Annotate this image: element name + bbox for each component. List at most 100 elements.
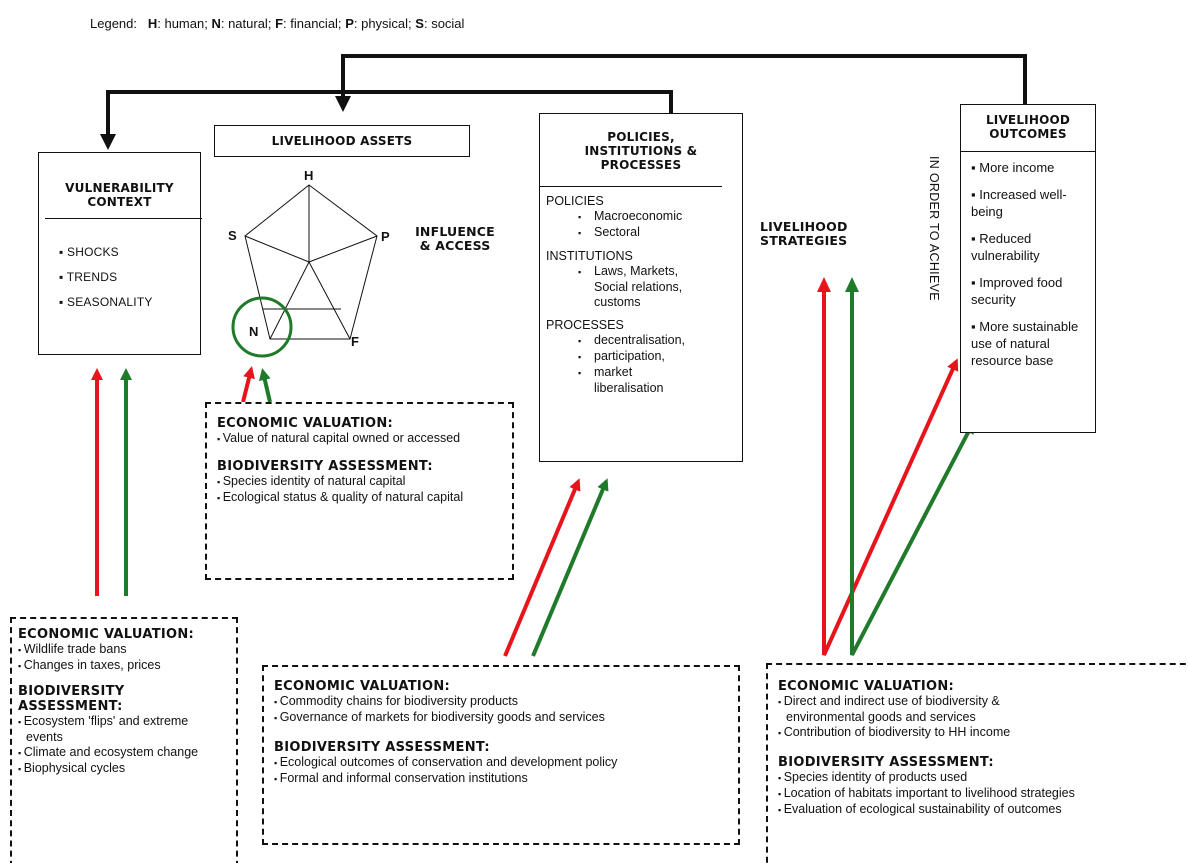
vulnerability-item: ▪ SHOCKS xyxy=(59,245,119,259)
feedback-line-policies xyxy=(106,90,673,140)
outcomes-title-line2: OUTCOMES xyxy=(989,127,1067,141)
red-arrow-policies xyxy=(503,478,581,657)
policies-title: POLICIES, INSTITUTIONS & PROCESSES xyxy=(540,130,742,172)
assets-econ-list: Value of natural capital owned or access… xyxy=(217,431,502,447)
assets-econ-heading: ECONOMIC VALUATION: xyxy=(217,416,394,431)
processes-section-heading: PROCESSES xyxy=(546,318,624,332)
assets-bio-list: Species identity of natural capital Ecol… xyxy=(217,474,502,506)
legend-label-human: : human; xyxy=(157,16,208,31)
outcomes-list: ▪ More income ▪ Increased well-being ▪ R… xyxy=(971,159,1089,369)
vulnerability-item-seasonality: SEASONALITY xyxy=(67,295,153,309)
green-arrow-strategies xyxy=(850,292,974,656)
processes-item: market liberalisation xyxy=(578,365,684,396)
legend-label-natural: : natural; xyxy=(220,16,272,31)
red-arrow-strategies xyxy=(822,292,959,656)
vulnerability-item-shocks: SHOCKS xyxy=(67,245,119,259)
strategy-bio-heading: BIODIVERSITY ASSESSMENT: xyxy=(778,755,994,770)
vulnerability-title: VULNERABILITY CONTEXT xyxy=(39,181,200,209)
red-arrow-assets xyxy=(241,366,255,403)
influence-line1: INFLUENCE xyxy=(415,224,495,239)
vuln-bio-item: Biophysical cycles xyxy=(18,761,230,777)
policy-econ-list: Commodity chains for biodiversity produc… xyxy=(274,694,728,726)
legend-key-natural: N xyxy=(211,16,221,31)
green-arrow-assets xyxy=(258,368,272,403)
institutions-list: Laws, Markets, Social relations, customs xyxy=(578,264,742,310)
policies-box: POLICIES, INSTITUTIONS & PROCESSES POLIC… xyxy=(539,113,743,462)
vulnerability-item: ▪ TRENDS xyxy=(59,270,118,284)
strategies-line2: STRATEGIES xyxy=(760,233,848,248)
outcomes-divider xyxy=(961,151,1095,152)
institutions-item: Laws, Markets, Social relations, customs xyxy=(578,264,702,310)
policy-bio-item: Ecological outcomes of conservation and … xyxy=(274,755,707,771)
legend-label-financial: : financial; xyxy=(283,16,342,31)
institutions-section-heading: INSTITUTIONS xyxy=(546,249,633,263)
vuln-bio-heading: BIODIVERSITY ASSESSMENT: xyxy=(18,684,230,714)
policies-title-line3: PROCESSES xyxy=(600,158,682,172)
vuln-econ-heading: ECONOMIC VALUATION: xyxy=(18,627,195,642)
strategy-valuation-box: ECONOMIC VALUATION: Direct and indirect … xyxy=(766,663,1188,863)
assets-valuation-box: ECONOMIC VALUATION: Value of natural cap… xyxy=(205,402,514,580)
legend-key-social: S xyxy=(415,16,424,31)
outcome-item-text: Increased well-being xyxy=(971,187,1067,219)
vulnerability-items: ▪ SHOCKS ▪ TRENDS ▪ SEASONALITY xyxy=(59,239,200,316)
outcome-item: ▪ More income xyxy=(971,160,1055,175)
outcomes-title: LIVELIHOOD OUTCOMES xyxy=(961,113,1095,141)
outcome-item-text: Improved food security xyxy=(971,275,1063,307)
strategy-econ-list: Direct and indirect use of biodiversity … xyxy=(778,694,1188,741)
vuln-econ-list: Wildlife trade bans Changes in taxes, pr… xyxy=(18,642,230,674)
policy-econ-item: Commodity chains for biodiversity produc… xyxy=(274,694,728,710)
vulnerability-item: ▪ SEASONALITY xyxy=(59,295,153,309)
assets-bio-heading: BIODIVERSITY ASSESSMENT: xyxy=(217,459,433,474)
policies-title-line1: POLICIES, xyxy=(607,130,675,144)
assets-econ-item: Value of natural capital owned or access… xyxy=(217,431,465,447)
livelihood-outcomes-box: LIVELIHOOD OUTCOMES ▪ More income ▪ Incr… xyxy=(960,104,1096,433)
legend-key-physical: P xyxy=(345,16,354,31)
strategy-econ-item: Contribution of biodiversity to HH incom… xyxy=(778,725,1188,741)
vuln-bio-heading-line2: ASSESSMENT: xyxy=(18,699,123,714)
outcome-item-text: Reduced vulnerability xyxy=(971,231,1040,263)
vulnerability-title-line2: CONTEXT xyxy=(87,195,152,209)
outcome-item: ▪ Reduced vulnerability xyxy=(971,231,1040,263)
in-order-to-achieve-label: IN ORDER TO ACHIEVE xyxy=(927,156,941,301)
feedback-arrow-vulnerability xyxy=(100,134,116,150)
vuln-bio-item: Climate and ecosystem change xyxy=(18,745,201,761)
policies-divider xyxy=(540,186,722,187)
asset-label-natural: N xyxy=(249,324,259,339)
assets-bio-item: Ecological status & quality of natural c… xyxy=(217,490,502,506)
vuln-econ-item: Changes in taxes, prices xyxy=(18,658,230,674)
strategy-bio-list: Species identity of products used Locati… xyxy=(778,770,1188,818)
policies-section-heading: POLICIES xyxy=(546,194,604,208)
livelihood-assets-title: LIVELIHOOD ASSETS xyxy=(271,134,413,148)
policy-econ-heading: ECONOMIC VALUATION: xyxy=(274,679,451,694)
feedback-arrow-assets xyxy=(335,96,351,112)
processes-item: participation, xyxy=(578,349,742,365)
vuln-bio-heading-line1: BIODIVERSITY xyxy=(18,684,125,699)
influence-line2: & ACCESS xyxy=(419,238,491,253)
legend: Legend: H: human; N: natural; F: financi… xyxy=(90,16,464,31)
policy-valuation-box: ECONOMIC VALUATION: Commodity chains for… xyxy=(262,665,740,845)
outcome-item-text: More income xyxy=(979,160,1055,175)
vulnerability-divider xyxy=(45,218,202,219)
influence-access-label: INFLUENCE & ACCESS xyxy=(400,225,510,253)
green-arrow-head-strategies-up xyxy=(845,277,859,292)
policies-list: Macroeconomic Sectoral xyxy=(578,209,742,241)
strategy-bio-item: Species identity of products used xyxy=(778,770,1188,786)
asset-pentagon xyxy=(244,184,378,340)
outcome-item: ▪ Improved food security xyxy=(971,275,1063,307)
policy-bio-list: Ecological outcomes of conservation and … xyxy=(274,755,728,787)
green-arrow-policies xyxy=(531,478,609,657)
legend-label-physical: : physical; xyxy=(353,16,412,31)
red-arrow-head-strategies-up xyxy=(817,277,831,292)
legend-key-financial: F xyxy=(275,16,284,31)
policies-item: Sectoral xyxy=(578,225,742,241)
processes-item: decentralisation, xyxy=(578,333,742,349)
strategy-econ-item: Direct and indirect use of biodiversity … xyxy=(778,694,1076,725)
legend-key-human: H xyxy=(147,16,158,31)
assets-bio-item: Species identity of natural capital xyxy=(217,474,502,490)
natural-capital-highlight xyxy=(231,296,293,358)
asset-label-physical: P xyxy=(381,229,390,244)
legend-label-social: : social xyxy=(423,16,465,31)
livelihood-assets-box: LIVELIHOOD ASSETS xyxy=(214,125,470,157)
policy-econ-item: Governance of markets for biodiversity g… xyxy=(274,710,728,726)
